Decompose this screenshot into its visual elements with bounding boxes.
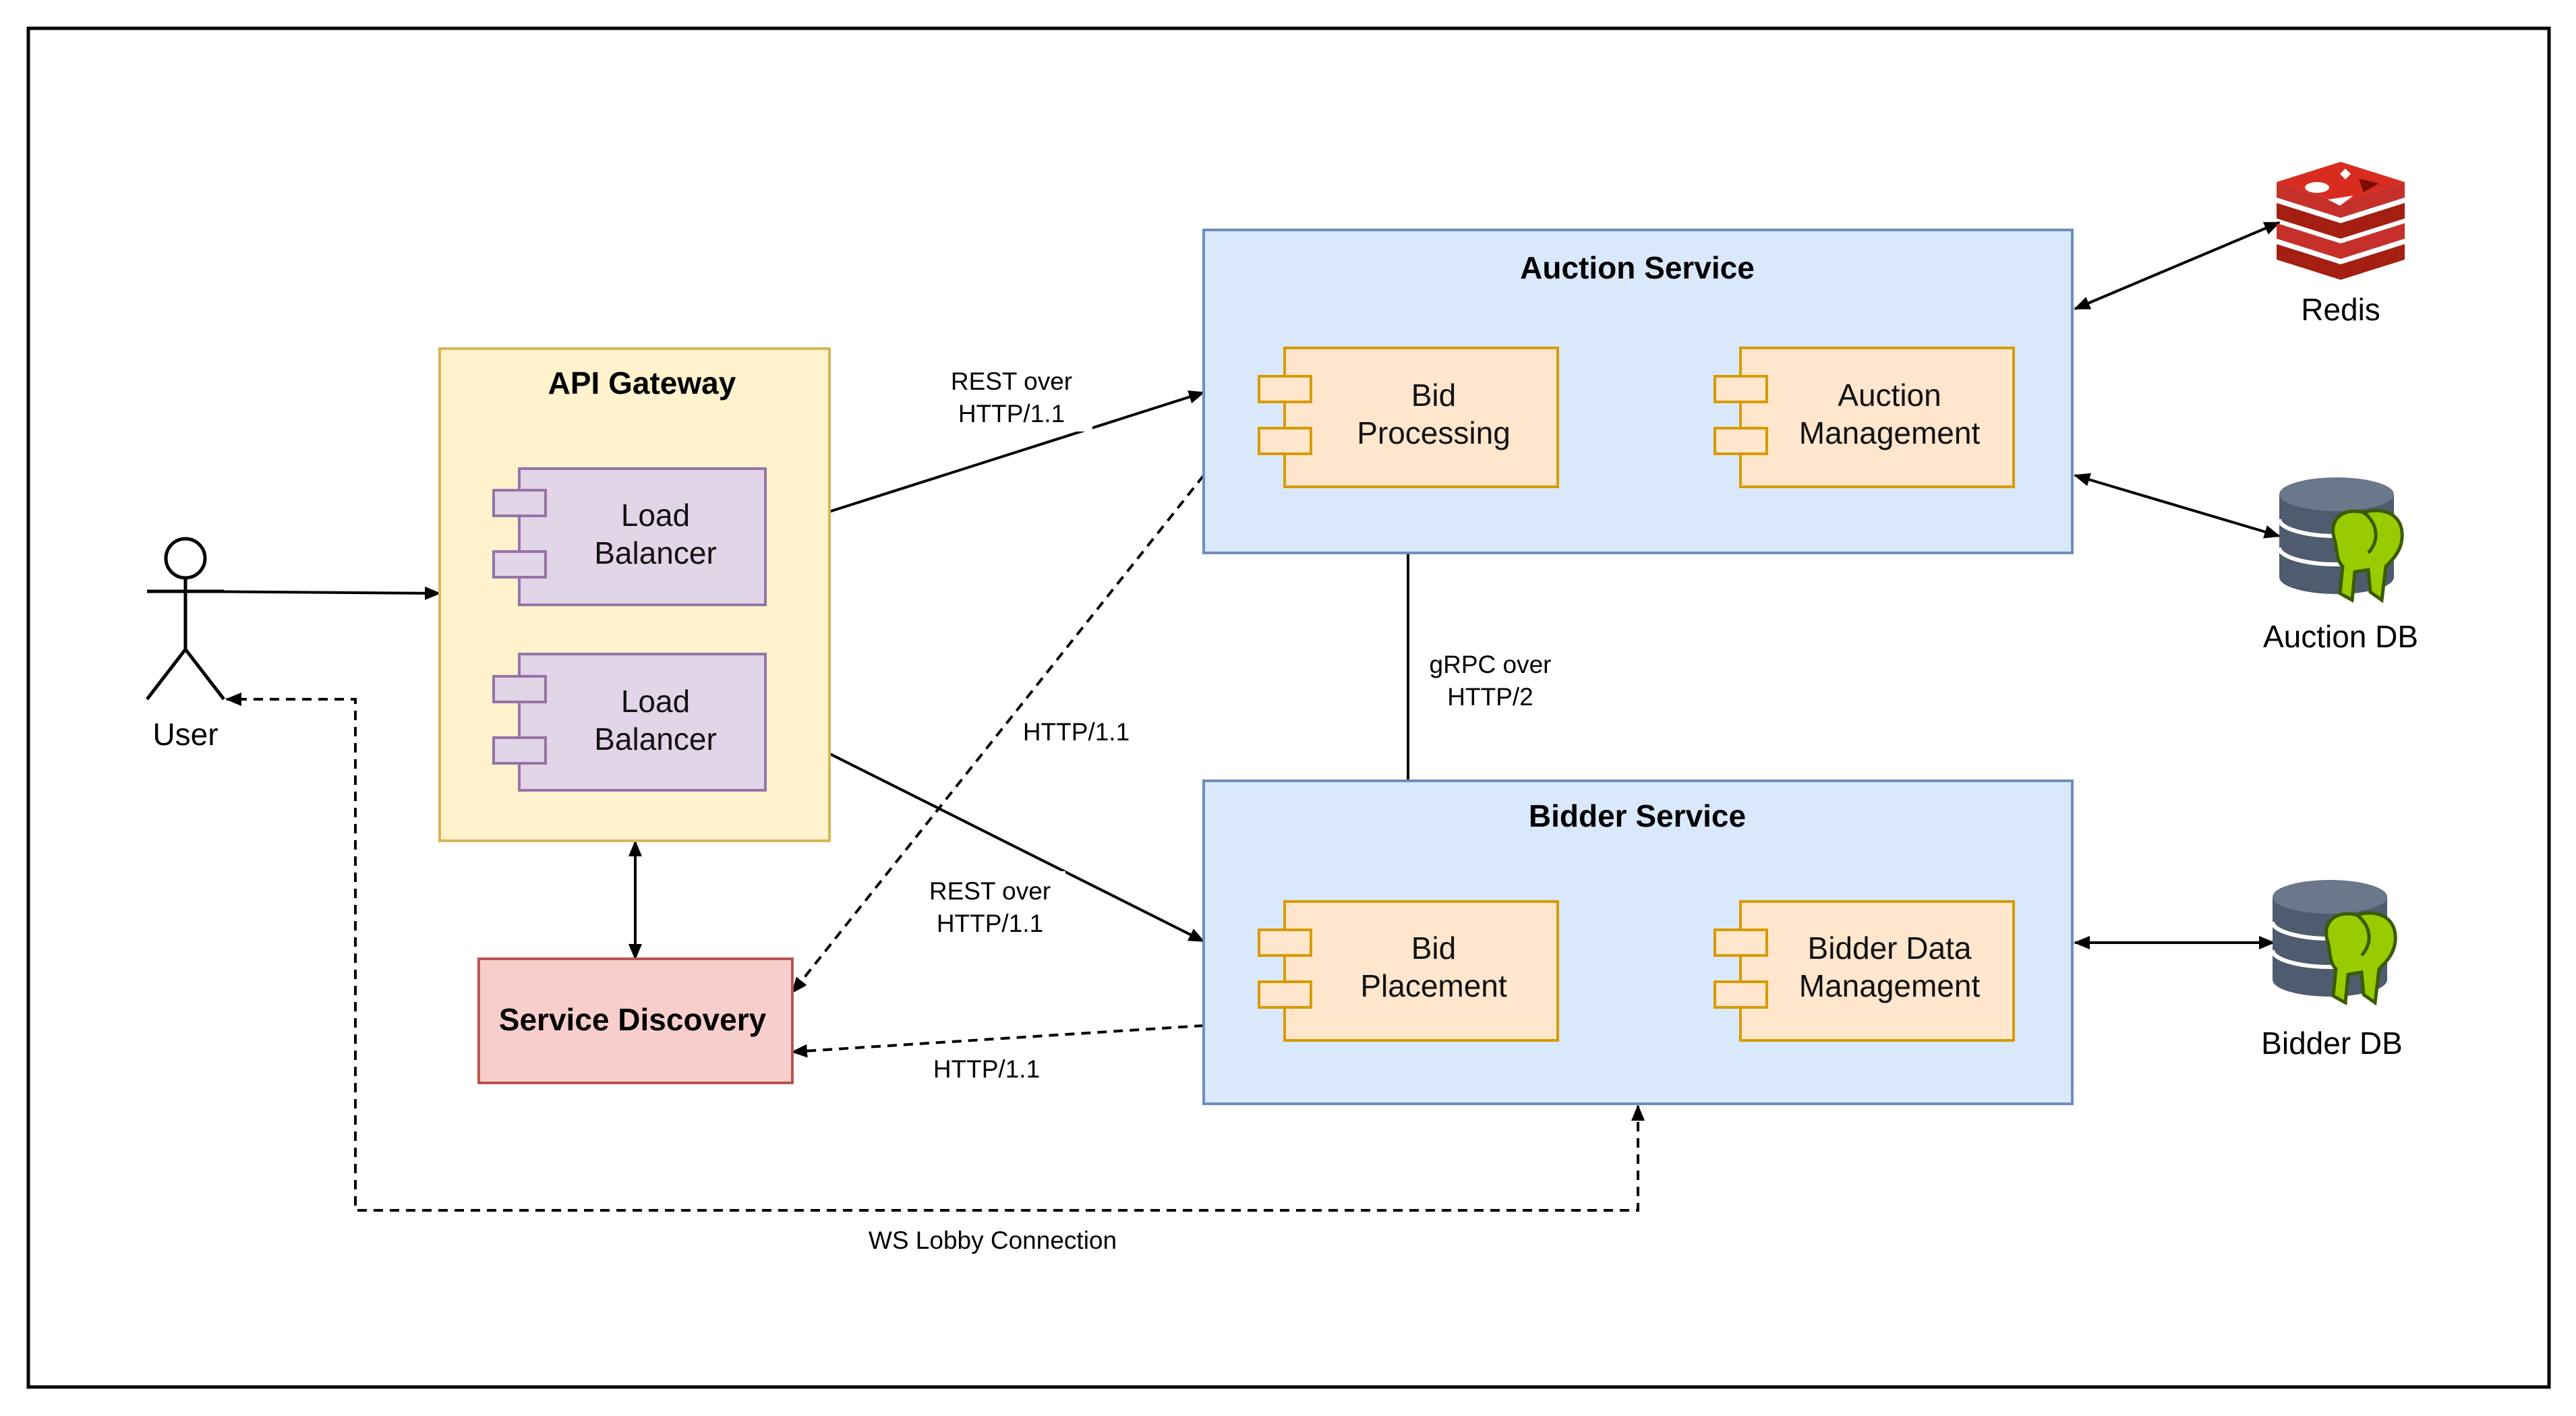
auction-db-label: Auction DB [2263,619,2418,654]
component-port-icon [492,550,547,579]
auction-service-title: Auction Service [1520,250,1755,285]
bid-placement-line2: Placement [1360,968,1507,1003]
bid-placement-component[interactable]: Bid Placement [1258,900,1559,1042]
edge-label-rest-auction-line1: REST over [951,367,1072,395]
auction-management-line2: Management [1799,415,1981,450]
edge-user-to-gateway [185,586,441,600]
component-port-icon [1258,427,1312,455]
edge-label-rest-bidder-line2: HTTP/1.1 [937,910,1043,937]
component-port-icon [1714,980,1768,1009]
component-port-icon [1258,980,1312,1009]
edge-auction-db [2074,473,2281,539]
postgres-elephant-icon [2324,911,2397,1006]
bidder-data-management-line1: Bidder Data [1808,931,1972,966]
postgres-elephant-icon [2331,508,2404,603]
auction-db-icon[interactable] [2277,477,2404,603]
service-discovery-box[interactable] [477,957,794,1084]
auction-management-component[interactable]: Auction Management [1714,347,2015,488]
redis-icon[interactable] [2277,162,2405,280]
component-port-icon [492,736,547,765]
user-actor-icon[interactable] [146,537,225,701]
load-balancer-1-line1: Load [621,498,690,533]
bidder-db-label: Bidder DB [2261,1026,2403,1061]
edge-ws-lobby [225,692,1645,1212]
bid-processing-component[interactable]: Bid Processing [1258,347,1559,488]
component-port-icon [1258,928,1312,957]
bidder-db-icon[interactable] [2271,880,2397,1006]
component-port-icon [1714,427,1768,455]
component-port-icon [1714,928,1768,957]
edge-label-rest-bidder-line1: REST over [929,877,1051,905]
bid-processing-line2: Processing [1357,415,1511,450]
load-balancer-1[interactable]: Load Balancer [492,467,767,606]
service-discovery-title: Service Discovery [499,1002,767,1037]
component-port-icon [1714,375,1768,403]
user-label: User [152,717,218,752]
load-balancer-2-line1: Load [621,684,690,719]
edge-label-grpc-line1: gRPC over [1430,651,1552,678]
edge-label-grpc-line2: HTTP/2 [1447,683,1533,711]
redis-label: Redis [2301,292,2380,327]
load-balancer-2[interactable]: Load Balancer [492,653,767,792]
edge-label-bidder-to-discovery: HTTP/1.1 [933,1055,1040,1083]
api-gateway-title: API Gateway [548,365,736,401]
component-port-icon [492,489,547,517]
load-balancer-1-line2: Balancer [594,535,717,570]
bid-placement-line1: Bid [1411,931,1456,966]
edge-auction-redis [2074,221,2281,310]
bid-processing-line1: Bid [1411,378,1456,413]
bidder-service-title: Bidder Service [1529,798,1746,833]
load-balancer-2-line2: Balancer [594,721,717,757]
bidder-data-management-component[interactable]: Bidder Data Management [1714,900,2015,1042]
edge-label-ws-lobby: WS Lobby Connection [869,1227,1117,1254]
auction-management-line1: Auction [1838,378,1941,413]
edge-labels: REST over HTTP/1.1 REST over HTTP/1.1 gR… [869,361,1570,1254]
bidder-data-management-line2: Management [1799,968,1981,1003]
edge-label-rest-auction-line2: HTTP/1.1 [958,400,1065,427]
component-port-icon [492,675,547,703]
edge-label-auction-to-discovery: HTTP/1.1 [1023,718,1130,746]
component-port-icon [1258,375,1312,403]
edge-rest-auction [764,390,1205,534]
